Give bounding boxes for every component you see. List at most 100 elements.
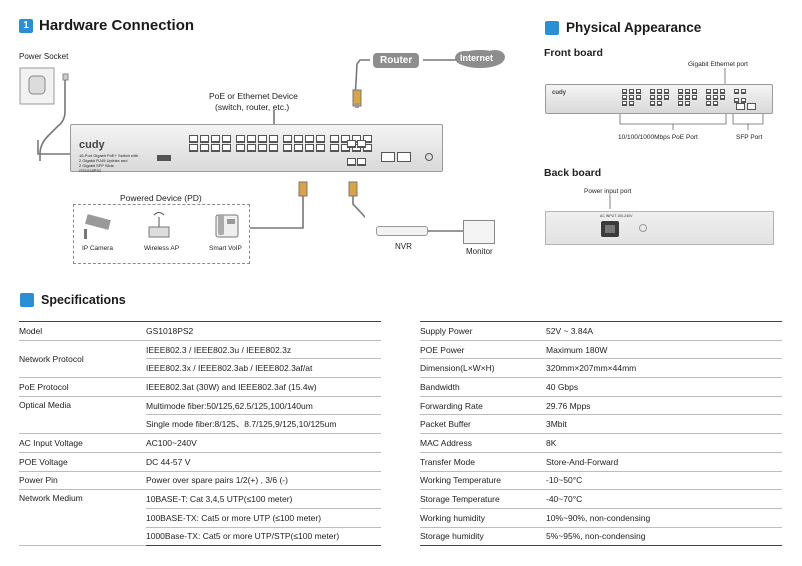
- front-port-group: [622, 89, 747, 106]
- spec-key: Bandwidth: [420, 377, 546, 397]
- power-rating-text: AC INPUT 100-240V: [600, 214, 633, 218]
- spec-value: 5%~95%, non-condensing: [546, 527, 782, 547]
- nvr-device: [376, 226, 428, 236]
- spec-value: DC 44-57 V: [146, 452, 381, 472]
- led-indicator: [157, 155, 171, 161]
- specs-title-text: Specifications: [41, 293, 126, 307]
- physical-section-title: Physical Appearance: [545, 20, 701, 35]
- bracket-lines: [619, 114, 764, 130]
- spec-key: Network Medium: [19, 489, 146, 547]
- table-row: Single mode fiber:8/125、8.7/125,9/125,10…: [19, 414, 381, 435]
- spec-value: Multimode fiber:50/125,62.5/125,100/140u…: [146, 396, 381, 416]
- powered-device-label: Powered Device (PD): [120, 193, 202, 203]
- ground-screw-icon: [639, 224, 647, 232]
- spec-value: 1000Base-TX: Cat5 or more UTP/STP(≤100 m…: [146, 527, 381, 547]
- nvr-label: NVR: [395, 242, 412, 251]
- front-sfp-slots: [736, 97, 758, 115]
- cables: [250, 181, 365, 229]
- power-input-pointer: [609, 195, 611, 209]
- spec-key: Dimension(L×W×H): [420, 358, 546, 379]
- spec-key: POE Voltage: [19, 452, 146, 472]
- uplink-cable: [273, 110, 275, 126]
- spec-key: MAC Address: [420, 433, 546, 453]
- spec-value: Single mode fiber:8/125、8.7/125,9/125,10…: [146, 414, 381, 435]
- spec-value: AC100~240V: [146, 433, 381, 453]
- powered-device-box: IP Camera Wireless AP Smart VoIP: [73, 204, 250, 264]
- spec-value: 100BASE-TX: Cat5 or more UTP (≤100 meter…: [146, 508, 381, 528]
- poe-port-label: 10/100/1000Mbps PoE Port: [618, 134, 698, 141]
- spec-key: AC Input Voltage: [19, 433, 146, 453]
- spec-value: 3Mbit: [546, 414, 782, 435]
- spec-key: Working humidity: [420, 508, 546, 528]
- spec-value: 29.76 Mpps: [546, 396, 782, 416]
- back-board-label: Back board: [544, 167, 602, 179]
- sfp-port-label: SFP Port: [736, 134, 763, 141]
- hardware-section-title: 1 Hardware Connection: [19, 17, 194, 34]
- spec-key: Model: [19, 321, 146, 341]
- poe-port-group: [189, 135, 374, 152]
- front-board-label: Front board: [544, 47, 603, 59]
- spec-value: 8K: [546, 433, 782, 453]
- spec-value: 10BASE-T: Cat 3,4,5 UTP(≤100 meter): [146, 489, 381, 509]
- router-internet-diagram: [354, 50, 505, 101]
- front-brand-logo: cudy: [552, 90, 567, 96]
- spec-key: Supply Power: [420, 321, 546, 341]
- ethernet-plug-icon: [352, 89, 362, 108]
- device-ip-camera: IP Camera: [82, 245, 113, 252]
- internet-label: Internet: [460, 53, 494, 63]
- reset-button[interactable]: [425, 153, 433, 161]
- table-row: AC Input Voltage AC100~240V: [19, 433, 381, 453]
- spec-value: Store-And-Forward: [546, 452, 782, 472]
- ip-camera-icon: [84, 214, 111, 239]
- wireless-ap-icon: [148, 212, 170, 238]
- power-adapter-icon: [19, 67, 69, 161]
- section-number-badge: 1: [19, 18, 33, 33]
- spec-value: -40~70°C: [546, 489, 782, 509]
- switch-desc-4: GS1018PS2: [79, 168, 102, 173]
- spec-key: Power Pin: [19, 471, 146, 491]
- switch-desc-2: 2 Gigabit RJ45 Uplinks and: [79, 158, 128, 163]
- spec-value: 10%~90%, non-condensing: [546, 508, 782, 528]
- spec-value: 320mm×207mm×44mm: [546, 358, 782, 379]
- switch-desc-1: 16-Port Gigabit PoE+ Switch with: [79, 153, 139, 158]
- table-row: 1000Base-TX: Cat5 or more UTP/STP(≤100 m…: [19, 527, 381, 547]
- power-cable: [37, 140, 80, 155]
- device-smart-voip: Smart VoIP: [209, 245, 242, 252]
- spec-key: POE Power: [420, 340, 546, 360]
- power-socket-label: Power Socket: [19, 52, 69, 61]
- monitor-label: Monitor: [466, 247, 493, 256]
- front-board-panel: cudy: [545, 84, 773, 114]
- table-row: IEEE802.3x / IEEE802.3ab / IEEE802.3af/a…: [19, 358, 381, 379]
- power-input-label: Power input port: [584, 188, 632, 195]
- spec-value: IEEE802.3at (30W) and IEEE802.3af (15.4w…: [146, 377, 381, 397]
- spec-value: Maximum 180W: [546, 340, 782, 360]
- spec-key: Optical Media: [19, 396, 146, 435]
- table-row: Storage Temperature-40~70°C: [420, 489, 782, 509]
- spec-key: Network Protocol: [19, 340, 146, 379]
- spec-value: GS1018PS2: [146, 321, 381, 341]
- table-row: 100BASE-TX: Cat5 or more UTP (≤100 meter…: [19, 508, 381, 528]
- brand-logo: cudy: [79, 139, 105, 151]
- voip-phone-icon: [215, 214, 239, 238]
- spec-value: IEEE802.3 / IEEE802.3u / IEEE802.3z: [146, 340, 381, 360]
- specs-section-title: Specifications: [20, 293, 126, 307]
- gigabit-port-label: Gigabit Ethernet port: [688, 61, 748, 68]
- spec-key: Working Temperature: [420, 471, 546, 491]
- power-input-port: [601, 221, 619, 237]
- router-label: Router: [373, 53, 420, 68]
- device-wireless-ap: Wireless AP: [144, 245, 180, 252]
- nvr-monitor-cable: [428, 230, 464, 232]
- spec-key: PoE Protocol: [19, 377, 146, 397]
- table-row: Network Medium 10BASE-T: Cat 3,4,5 UTP(≤…: [19, 489, 381, 547]
- table-row: Model GS1018PS2: [19, 321, 381, 341]
- spec-value: -10~50°C: [546, 471, 782, 491]
- spec-key: Storage Temperature: [420, 489, 546, 509]
